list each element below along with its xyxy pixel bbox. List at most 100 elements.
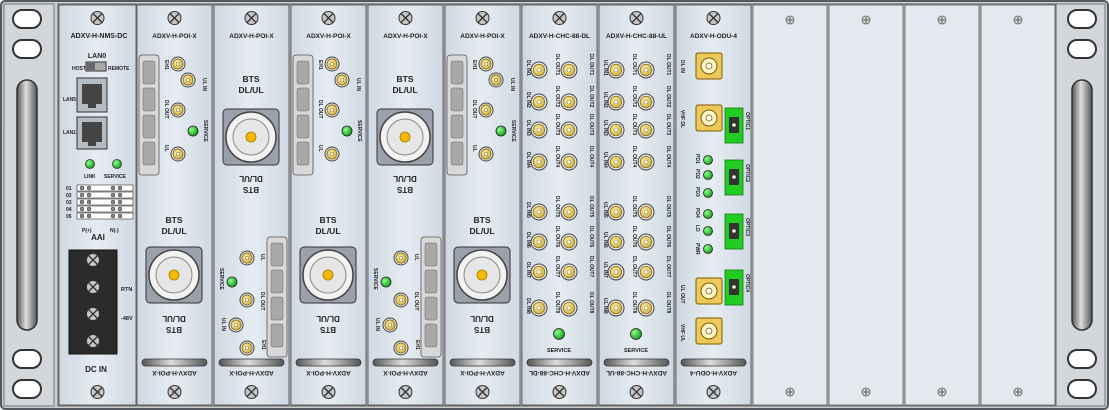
sma-connector-icon[interactable] bbox=[560, 263, 578, 281]
status-led-icon bbox=[703, 226, 713, 236]
screw-icon bbox=[1013, 15, 1023, 25]
module-handle-icon[interactable] bbox=[295, 358, 362, 367]
sma-connector-icon[interactable] bbox=[637, 299, 655, 317]
optic-label: OPTIC2 bbox=[744, 164, 750, 182]
bts-n-connector-icon[interactable] bbox=[145, 246, 203, 304]
sma-connector-icon[interactable] bbox=[530, 299, 548, 317]
module-handle-icon[interactable] bbox=[218, 358, 285, 367]
sma-connector-icon[interactable] bbox=[607, 153, 625, 171]
output-port-label: DL OUT3 bbox=[631, 114, 637, 136]
screw-icon bbox=[785, 387, 795, 397]
sma-connector-icon[interactable] bbox=[478, 56, 494, 72]
input-port-label: DL IN2 bbox=[525, 92, 531, 108]
sma-connector-icon[interactable] bbox=[560, 203, 578, 221]
sma-connector-icon[interactable] bbox=[228, 317, 244, 333]
module-handle-icon[interactable] bbox=[141, 358, 208, 367]
optic-label: OPTIC3 bbox=[744, 218, 750, 236]
screw-icon bbox=[86, 307, 100, 321]
module-handle-icon[interactable] bbox=[603, 358, 670, 367]
port-label: SERVICE bbox=[202, 120, 208, 143]
aai-row-label: 02 bbox=[66, 193, 72, 199]
dlul-label: DL/UL bbox=[239, 174, 263, 183]
sma-connector-icon[interactable] bbox=[637, 233, 655, 251]
sma-connector-icon[interactable] bbox=[324, 56, 340, 72]
rack-handle-icon[interactable] bbox=[16, 79, 38, 331]
sma-connector-icon[interactable] bbox=[530, 203, 548, 221]
sma-connector-icon[interactable] bbox=[530, 121, 548, 139]
bts-n-connector-icon[interactable] bbox=[376, 108, 434, 166]
sma-connector-icon[interactable] bbox=[530, 233, 548, 251]
port-label: DL OUT bbox=[163, 100, 169, 119]
screw-icon bbox=[937, 15, 947, 25]
sma-connector-icon[interactable] bbox=[393, 340, 409, 356]
sma-connector-icon[interactable] bbox=[382, 317, 398, 333]
sma-connector-icon[interactable] bbox=[393, 250, 409, 266]
sma-connector-icon[interactable] bbox=[170, 102, 186, 118]
port-label: DL OUT bbox=[471, 100, 477, 119]
module-handle-icon[interactable] bbox=[680, 358, 747, 367]
sma-connector-icon[interactable] bbox=[560, 153, 578, 171]
sma-connector-icon[interactable] bbox=[637, 93, 655, 111]
sma-connector-icon[interactable] bbox=[637, 61, 655, 79]
sma-connector-icon[interactable] bbox=[239, 292, 255, 308]
module-bottom-title: ADXV-H-POI-X bbox=[306, 369, 351, 376]
sma-connector-icon[interactable] bbox=[488, 72, 504, 88]
sma-connector-icon[interactable] bbox=[560, 93, 578, 111]
sma-connector-icon[interactable] bbox=[560, 299, 578, 317]
sma-connector-icon[interactable] bbox=[239, 340, 255, 356]
sma-connector-icon[interactable] bbox=[170, 146, 186, 162]
status-led-label: LD bbox=[694, 225, 700, 232]
sma-connector-icon[interactable] bbox=[607, 299, 625, 317]
bts-n-connector-icon[interactable] bbox=[299, 246, 357, 304]
module-handle-icon[interactable] bbox=[449, 358, 516, 367]
sma-connector-icon[interactable] bbox=[170, 56, 186, 72]
input-port-label: DL IN7 bbox=[525, 262, 531, 278]
sma-connector-icon[interactable] bbox=[478, 102, 494, 118]
vhf-ul-label: VHF UL bbox=[679, 324, 685, 342]
sma-connector-icon[interactable] bbox=[530, 153, 548, 171]
sma-connector-icon[interactable] bbox=[324, 146, 340, 162]
sma-connector-icon[interactable] bbox=[324, 102, 340, 118]
bts-n-connector-icon[interactable] bbox=[222, 108, 280, 166]
sma-connector-icon[interactable] bbox=[393, 292, 409, 308]
sma-connector-icon[interactable] bbox=[530, 93, 548, 111]
sma-connector-icon[interactable] bbox=[637, 153, 655, 171]
sma-connector-icon[interactable] bbox=[530, 61, 548, 79]
sma-connector-icon[interactable] bbox=[180, 72, 196, 88]
sma-connector-icon[interactable] bbox=[637, 263, 655, 281]
sma-connector-icon[interactable] bbox=[560, 121, 578, 139]
sma-connector-icon[interactable] bbox=[560, 233, 578, 251]
sma-connector-icon[interactable] bbox=[239, 250, 255, 266]
sma-connector-icon[interactable] bbox=[637, 121, 655, 139]
sma-connector-icon[interactable] bbox=[560, 61, 578, 79]
sma-connector-icon[interactable] bbox=[607, 61, 625, 79]
sma-connector-icon[interactable] bbox=[530, 263, 548, 281]
sma-connector-icon[interactable] bbox=[607, 121, 625, 139]
sma-connector-icon[interactable] bbox=[334, 72, 350, 88]
status-led-label: PWR bbox=[694, 243, 700, 255]
screw-icon bbox=[86, 334, 100, 348]
module-handle-icon[interactable] bbox=[526, 358, 593, 367]
module-handle-icon[interactable] bbox=[372, 358, 439, 367]
vhf-ul-connector-icon[interactable] bbox=[695, 317, 723, 345]
output-port-label: DL OUT1 bbox=[588, 54, 594, 76]
sma-connector-icon[interactable] bbox=[637, 203, 655, 221]
status-led-icon bbox=[703, 188, 713, 198]
sma-connector-icon[interactable] bbox=[478, 146, 494, 162]
sma-connector-icon[interactable] bbox=[607, 263, 625, 281]
mode-switch[interactable] bbox=[85, 61, 107, 72]
sma-connector-icon[interactable] bbox=[607, 203, 625, 221]
sma-connector-icon[interactable] bbox=[607, 93, 625, 111]
port-label: UL bbox=[163, 145, 169, 152]
rack-handle-icon[interactable] bbox=[1071, 79, 1093, 331]
bts-n-connector-icon[interactable] bbox=[453, 246, 511, 304]
port-label: DL OUT bbox=[413, 292, 419, 311]
dl-in-connector-icon[interactable] bbox=[695, 52, 723, 80]
input-port-label: UL IN3 bbox=[602, 120, 608, 136]
sma-connector-icon[interactable] bbox=[607, 233, 625, 251]
output-port-label: DL OUT8 bbox=[554, 292, 560, 314]
vhf-dl-connector-icon[interactable] bbox=[695, 104, 723, 132]
module-title: ADXV-H-CHC-88-UL bbox=[606, 33, 667, 40]
ul-out-connector-icon[interactable] bbox=[695, 277, 723, 305]
module-bottom-title: ADXV-H-POI-X bbox=[383, 369, 428, 376]
